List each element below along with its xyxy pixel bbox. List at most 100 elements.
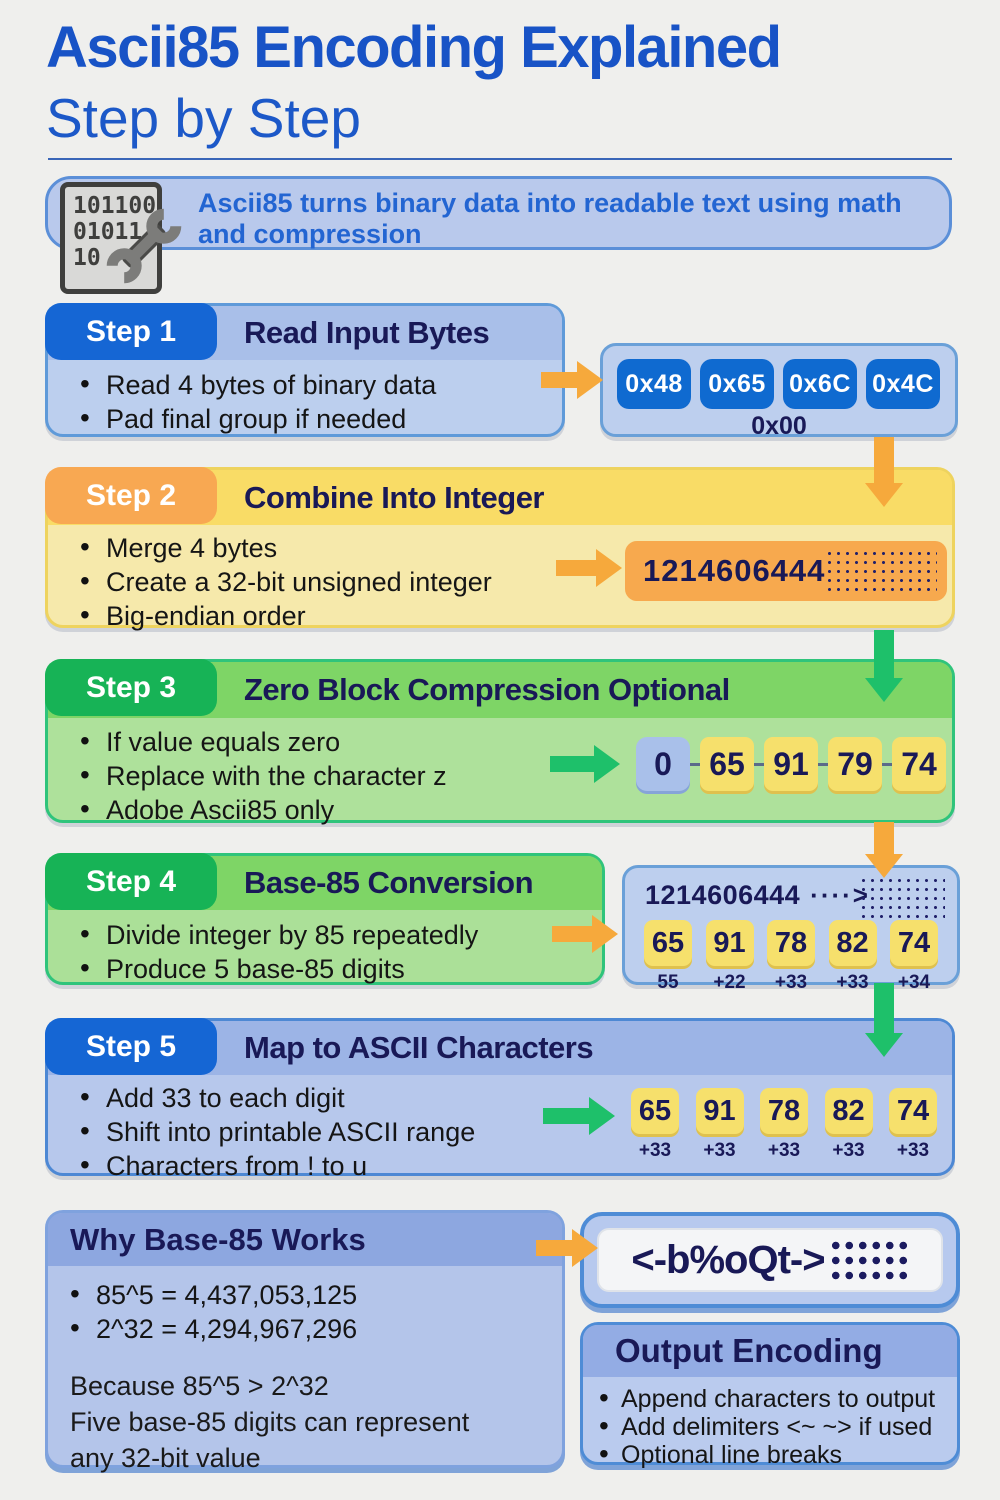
binary-line: 10 xyxy=(73,245,101,271)
arrow-step4-to-step5 xyxy=(874,983,894,1033)
arrow-step5-right xyxy=(543,1108,589,1124)
bullet: Add delimiters <~ ~> if used xyxy=(597,1412,947,1441)
output-encoding-box: Output Encoding Append characters to out… xyxy=(580,1322,960,1469)
page-title: Ascii85 Encoding Explained xyxy=(46,15,782,80)
bullet: Optional line breaks xyxy=(597,1440,947,1469)
arrow-step3-to-step4 xyxy=(874,822,894,854)
binary-line: 01011 xyxy=(73,219,143,245)
digit-sub: +33 xyxy=(638,1140,672,1161)
step2-label: Step 2 xyxy=(45,467,217,524)
bullet: Big-endian order xyxy=(78,598,928,633)
step4-label: Step 4 xyxy=(45,853,217,910)
arrow-step2-right xyxy=(556,560,596,576)
page-subtitle: Step by Step xyxy=(46,87,361,149)
byte-chip: 0x4C xyxy=(866,359,940,409)
intro-text: Ascii85 turns binary data into readable … xyxy=(198,188,902,249)
arrow-step1-to-step2 xyxy=(874,437,894,483)
input-bytes-box: 0x48 0x65 0x6C 0x4C 0x00 xyxy=(600,343,958,440)
digit-sub: +22 xyxy=(713,972,746,993)
why-base85-box: Why Base-85 Works 85^5 = 4,437,053,125 2… xyxy=(45,1210,565,1473)
digit-chip: 82 xyxy=(824,1088,873,1134)
byte-chip: 0x65 xyxy=(700,359,774,409)
encoded-output-inner: <-b%oQt-> xyxy=(597,1228,943,1292)
bullet: Merge 4 bytes xyxy=(78,530,928,565)
divider-line xyxy=(48,158,952,160)
bullet: Divide integer by 85 repeatedly xyxy=(78,917,578,952)
digit-chip: 74 xyxy=(890,920,938,966)
arrow-step1-right xyxy=(541,372,577,388)
arrow-why-to-output xyxy=(536,1240,572,1256)
step5-bullets: Add 33 to each digit Shift into printabl… xyxy=(78,1080,928,1183)
digit-sub: +33 xyxy=(836,972,869,993)
dot-pattern xyxy=(859,876,945,922)
step3-title: Zero Block Compression Optional xyxy=(244,672,730,707)
digit-sub: +33 xyxy=(703,1140,736,1161)
binary-line: 101100 xyxy=(73,193,157,219)
wrench-icon xyxy=(106,208,182,284)
digit-chip: 74 xyxy=(889,1088,937,1134)
step1-box: Step 1 Read Input Bytes Read 4 bytes of … xyxy=(45,303,565,437)
bullet: Produce 5 base-85 digits xyxy=(78,951,578,986)
digit-sub: 55 xyxy=(657,972,679,993)
bullet: Create a 32-bit unsigned integer xyxy=(78,564,928,599)
byte-chips: 0x48 0x65 0x6C 0x4C xyxy=(617,359,955,409)
zero-block-chips: 0 65 91 79 74 xyxy=(636,737,946,791)
step3-label: Step 3 xyxy=(45,659,217,716)
arrow-step3-right xyxy=(550,756,594,772)
step2-bullets: Merge 4 bytes Create a 32-bit unsigned i… xyxy=(78,530,928,633)
chip-connector xyxy=(690,762,700,766)
encoded-string: <-b%oQt-> xyxy=(631,1237,825,1282)
integer-value: 1214606444 xyxy=(643,553,826,588)
digit-chip: 65 xyxy=(631,1088,679,1134)
step5-label: Step 5 xyxy=(45,1018,217,1075)
intro-box: Ascii85 turns binary data into readable … xyxy=(45,176,952,250)
integer-result-box: 1214606444 xyxy=(625,541,947,601)
byte-chip: 0x48 xyxy=(617,359,691,409)
step1-title: Read Input Bytes xyxy=(244,315,490,350)
step1-label: Step 1 xyxy=(45,303,217,360)
digit-chip: 82 xyxy=(828,920,877,966)
note-line: Because 85^5 > 2^32 xyxy=(70,1371,329,1401)
zero-chip: 0 xyxy=(636,737,690,791)
digit-sub: +33 xyxy=(896,1140,930,1161)
step5-title: Map to ASCII Characters xyxy=(244,1030,594,1065)
digit-chip: 65 xyxy=(644,920,692,966)
pad-byte: 0x00 xyxy=(751,412,807,440)
bullet: Shift into printable ASCII range xyxy=(78,1114,928,1149)
bullet: If value equals zero xyxy=(78,724,928,759)
step1-bullets: Read 4 bytes of binary data Pad final gr… xyxy=(78,367,538,436)
bullet: Pad final group if needed xyxy=(78,401,538,436)
output-encoding-title: Output Encoding xyxy=(583,1325,957,1377)
digit-chip: 78 xyxy=(760,1088,808,1134)
base85-integer-row: 1214606444 ····> xyxy=(645,880,870,911)
step2-title: Combine Into Integer xyxy=(244,479,545,515)
chip-connector xyxy=(882,762,892,766)
arrow-step4-right xyxy=(552,926,592,942)
bullet: Replace with the character z xyxy=(78,758,928,793)
byte-chip: 0x6C xyxy=(783,359,857,409)
step3-bullets: If value equals zero Replace with the ch… xyxy=(78,724,928,827)
step4-title: Base-85 Conversion xyxy=(244,865,534,900)
why-title: Why Base-85 Works xyxy=(48,1213,562,1266)
digit-chip: 91 xyxy=(695,1088,744,1134)
step4-box: Step 4 Base-85 Conversion Divide integer… xyxy=(45,853,605,985)
step4-bullets: Divide integer by 85 repeatedly Produce … xyxy=(78,917,578,986)
encoded-output-box: <-b%oQt-> xyxy=(580,1212,960,1308)
dotted-arrow: ····> xyxy=(810,880,870,910)
integer-value: 1214606444 xyxy=(645,880,801,910)
note-line: any 32-bit value xyxy=(70,1443,261,1473)
output-encoding-bullets: Append characters to output Add delimite… xyxy=(597,1384,947,1469)
digit-chip: 91 xyxy=(764,737,818,791)
chip-connector xyxy=(754,762,764,766)
digit-chip: 74 xyxy=(892,737,946,791)
why-note: Because 85^5 > 2^32 Five base-85 digits … xyxy=(68,1368,542,1476)
ascii-digits: 65 +33 91 +33 78 +33 82 +33 74 +33 xyxy=(628,1088,940,1162)
digit-sub: +33 xyxy=(767,1140,801,1161)
digit-sub: +33 xyxy=(774,972,808,993)
digit-chip: 91 xyxy=(705,920,754,966)
bullet: Read 4 bytes of binary data xyxy=(78,367,538,402)
digit-sub: +33 xyxy=(832,1140,865,1161)
